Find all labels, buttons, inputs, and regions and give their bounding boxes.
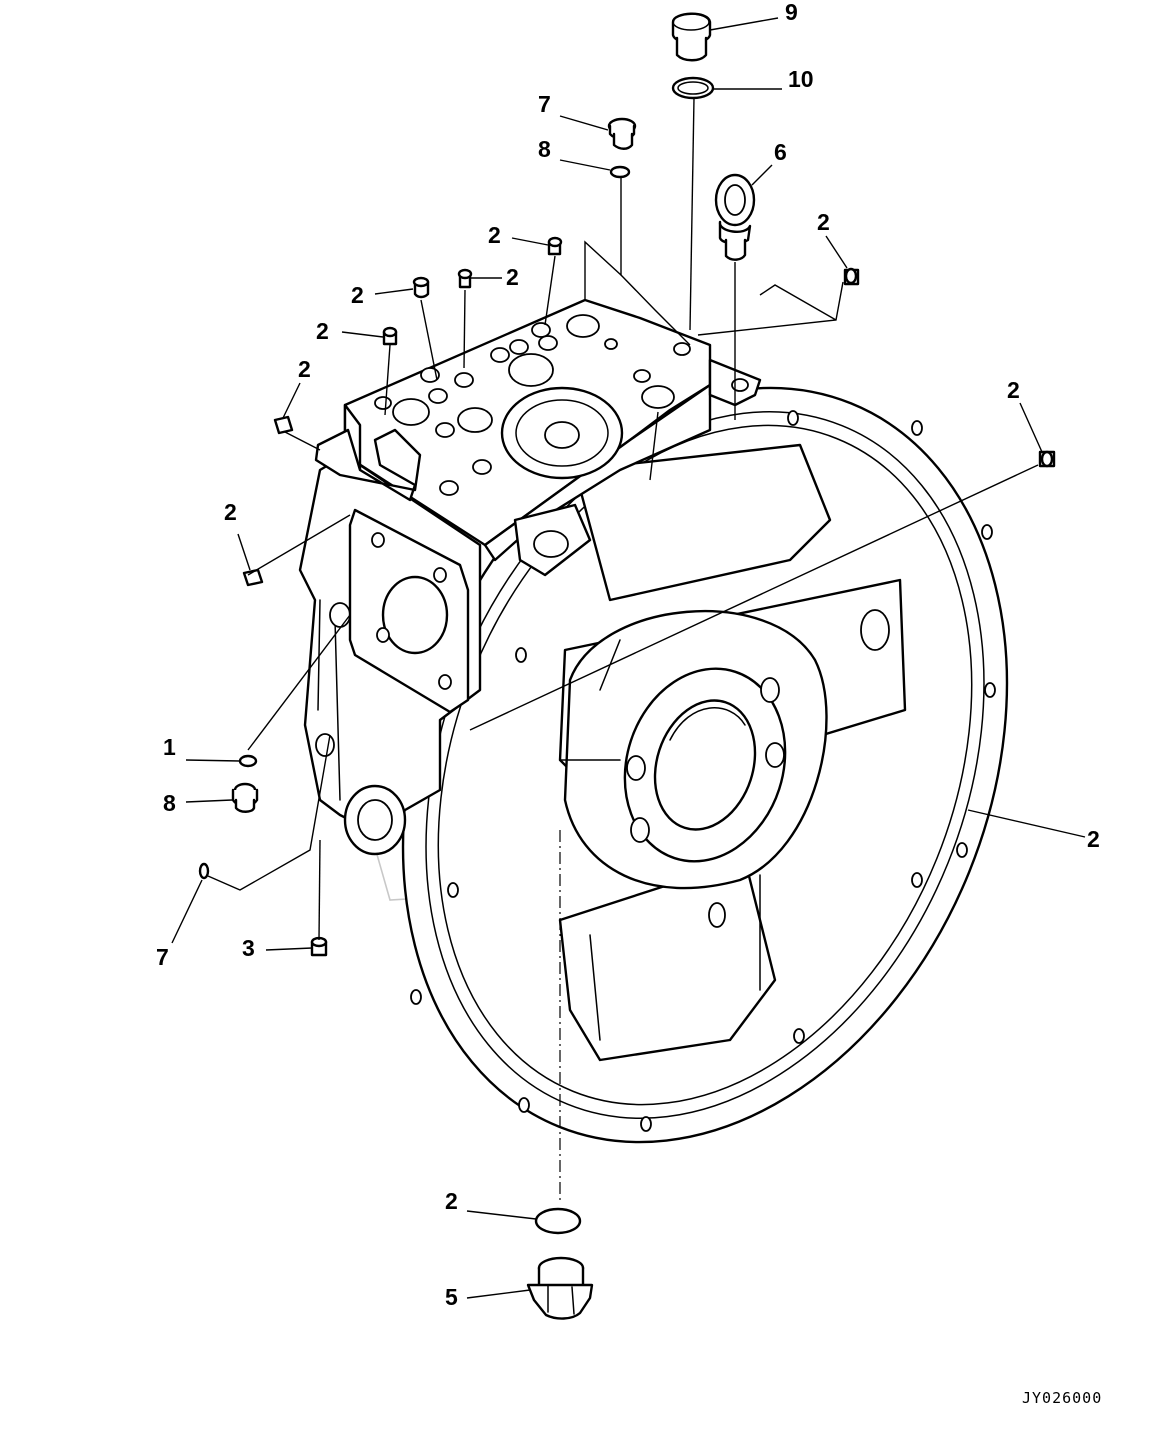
callout-9: 9: [785, 0, 798, 25]
callout-2: 2: [224, 499, 237, 525]
callout-10: 10: [788, 66, 814, 92]
callout-2: 3: [242, 935, 255, 961]
callout-2: 2: [351, 282, 364, 308]
callout-4: 5: [445, 1284, 458, 1310]
callout-1: 2: [1087, 826, 1100, 852]
callout-2: 2: [506, 264, 519, 290]
callout-2: 2: [817, 209, 830, 235]
callout-leaders: [171, 17, 1086, 1299]
drawing-reference-code: JY026000: [1022, 1389, 1102, 1407]
flywheel-housing: [401, 386, 1009, 1144]
callout-6: 6: [774, 139, 787, 165]
o-ring-8-top: [609, 165, 631, 179]
callout-labels: 9 10 7 8 6 2 2 2 2 2 2 2 2 2 1 8 7 3 2 5: [156, 0, 1100, 1310]
pump-body: [298, 298, 762, 856]
callout-2: 2: [316, 318, 329, 344]
callout-2: 2: [298, 356, 311, 382]
callout-8: 8: [538, 136, 551, 162]
plug-7-top: [607, 117, 637, 150]
assembly-lines: [207, 97, 1039, 1200]
o-ring-5-bottom: [534, 1207, 582, 1235]
o-ring-8-left: [238, 754, 258, 768]
callout-3: 7: [156, 944, 169, 970]
callout-7: 8: [163, 790, 176, 816]
callout-2: 2: [1007, 377, 1020, 403]
o-ring-3: [198, 862, 210, 880]
eye-bolt-6: [714, 173, 756, 261]
callout-8: 1: [163, 734, 176, 760]
callout-7: 7: [538, 91, 551, 117]
callout-2: 2: [488, 222, 501, 248]
valve-block-ports: [374, 314, 749, 496]
o-ring-10: [671, 76, 715, 100]
plug-4-bottom: [526, 1256, 594, 1320]
plug-9: [671, 12, 712, 62]
plug-7-left: [231, 782, 259, 813]
callout-5: 2: [445, 1188, 458, 1214]
